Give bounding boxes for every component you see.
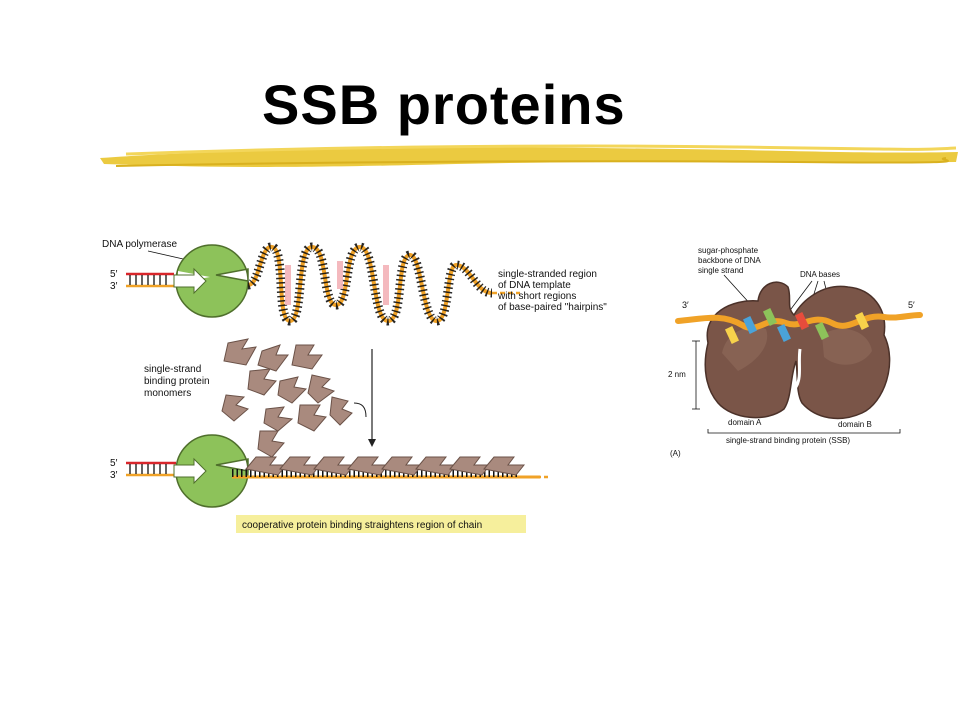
hairpin-template-strand	[247, 244, 493, 324]
structure-3prime-label: 3′	[682, 300, 689, 310]
template-label-line-3: with short regions	[497, 291, 576, 302]
top-5prime-label: 5′	[110, 269, 118, 280]
top-polymerase	[173, 244, 249, 318]
title-highlighter-stroke	[100, 144, 958, 167]
bottom-5prime-label: 5′	[110, 458, 118, 469]
template-label-line-4: of base-paired "hairpins"	[498, 302, 607, 313]
slide-title: SSB proteins	[262, 73, 626, 136]
structure-5prime-label: 5′	[908, 300, 915, 310]
panel-letter: (A)	[670, 449, 681, 458]
polymerase-label: DNA polymerase	[102, 239, 177, 250]
template-label-line-2: of DNA template	[498, 280, 571, 291]
backbone-label-line-2: backbone of DNA	[698, 256, 761, 265]
dna-backbone	[675, 312, 923, 331]
template-label-line-1: single-stranded region	[498, 269, 597, 280]
monomer-label-line-3: monomers	[144, 388, 191, 399]
ssb-structure-figure: sugar-phosphate backbone of DNA single s…	[668, 246, 923, 458]
domain-a-label: domain A	[728, 418, 762, 427]
domain-b-label: domain B	[838, 420, 872, 429]
ssb-monomers	[221, 338, 353, 458]
hairpin-pairs	[285, 261, 389, 305]
top-3prime-label: 3′	[110, 281, 118, 292]
bottom-polymerase	[173, 434, 249, 508]
ssb-protein-surface	[704, 281, 891, 420]
caption-box	[236, 515, 526, 533]
backbone-label-line-3: single strand	[698, 266, 743, 275]
bound-ssb-chain	[245, 456, 526, 476]
monomer-label-line-2: binding protein	[144, 376, 210, 387]
scale-label: 2 nm	[668, 370, 686, 379]
dna-bases	[724, 308, 870, 344]
protein-label: single-strand binding protein (SSB)	[726, 436, 850, 445]
bottom-3prime-label: 3′	[110, 470, 118, 481]
ssb-binding-diagram: DNA polymerase 5′ 3′ single-stranded reg…	[102, 239, 607, 533]
monomer-label-line-1: single-strand	[144, 364, 201, 375]
protein-bracket	[707, 429, 901, 434]
bases-label: DNA bases	[800, 270, 840, 279]
caption-text: cooperative protein binding straightens …	[242, 520, 482, 531]
backbone-label-line-1: sugar-phosphate	[698, 246, 759, 255]
